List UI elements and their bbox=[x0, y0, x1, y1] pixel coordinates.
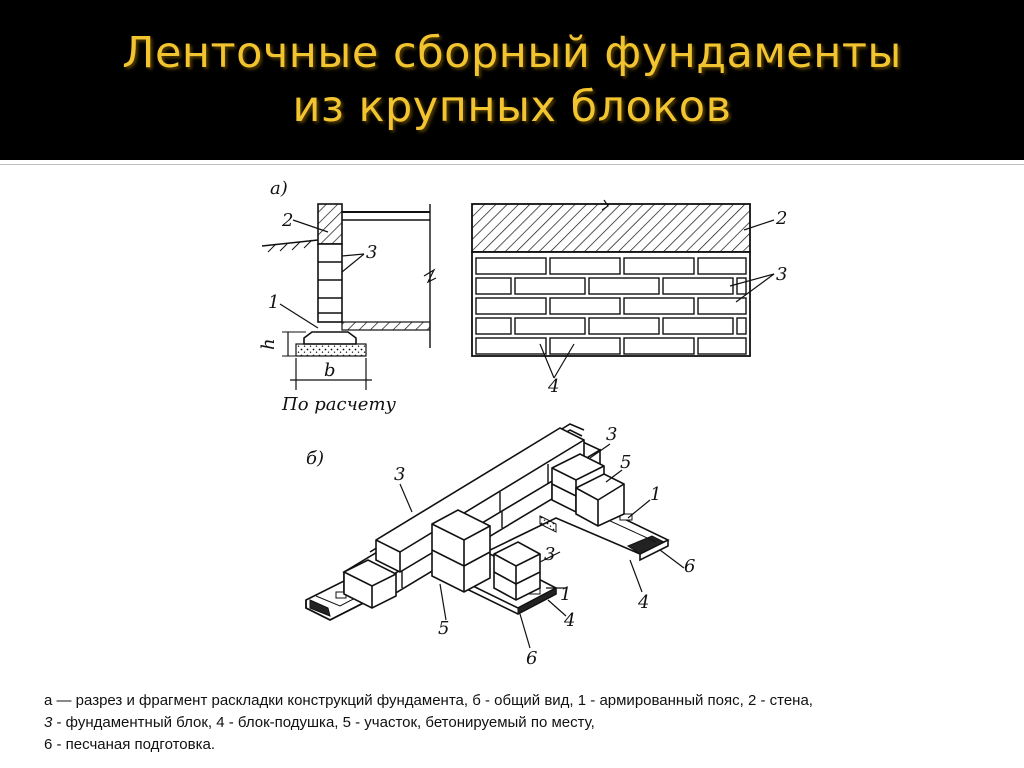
foundation-block bbox=[549, 297, 621, 315]
foundation-block bbox=[514, 317, 586, 335]
label-4-fragment: 4 bbox=[547, 376, 559, 397]
label-3-iso-top: 3 bbox=[606, 424, 617, 445]
label-5-iso-top: 5 bbox=[620, 452, 631, 473]
figure-caption: а — разрез и фрагмент раскладки конструк… bbox=[44, 690, 1004, 756]
label-1-iso-near: 1 bbox=[560, 584, 571, 605]
foundation-block bbox=[623, 297, 695, 315]
label-1-section: 1 bbox=[268, 292, 279, 313]
foundation-block bbox=[475, 317, 512, 335]
foundation-block bbox=[475, 297, 547, 315]
title-divider bbox=[0, 164, 1024, 165]
label-5-iso-bottom: 5 bbox=[438, 618, 449, 639]
title-banner: Ленточные сборный фундаменты из крупных … bbox=[0, 0, 1024, 160]
label-a: а) bbox=[270, 178, 288, 199]
label-2-section: 2 bbox=[281, 210, 293, 231]
title-line-1: Ленточные сборный фундаменты bbox=[122, 28, 902, 78]
foundation-block bbox=[588, 277, 660, 295]
foundation-block bbox=[697, 337, 747, 355]
label-6-iso-bottom: 6 bbox=[526, 648, 537, 669]
caption-line-1: а — разрез и фрагмент раскладки конструк… bbox=[44, 692, 813, 709]
label-4-iso-near: 4 bbox=[563, 610, 575, 631]
foundation-block bbox=[736, 317, 747, 335]
label-3-iso-left: 3 bbox=[394, 464, 405, 485]
foundation-block bbox=[736, 277, 747, 295]
label-3-fragment: 3 bbox=[776, 264, 787, 285]
foundation-block bbox=[697, 257, 747, 275]
label-2-fragment: 2 bbox=[775, 208, 787, 229]
label-3-section: 3 bbox=[366, 242, 377, 263]
caption-line-2-text: - фундаментный блок, 4 - блок-подушка, 5… bbox=[52, 714, 595, 731]
foundation-block bbox=[475, 337, 547, 355]
foundation-block bbox=[662, 317, 734, 335]
foundation-block bbox=[623, 257, 695, 275]
label-calc: По расчету bbox=[281, 394, 397, 415]
foundation-block bbox=[475, 277, 512, 295]
brick-rows bbox=[475, 257, 747, 355]
title-line-2: из крупных блоков bbox=[292, 82, 732, 132]
label-1-iso-right: 1 bbox=[650, 484, 661, 505]
label-4-iso-right: 4 bbox=[637, 592, 649, 613]
label-6-iso-right: 6 bbox=[684, 556, 695, 577]
label-3-iso-near: 3 bbox=[544, 544, 555, 565]
isometric-view: б) bbox=[305, 423, 695, 669]
foundation-block bbox=[588, 317, 660, 335]
section-view: а) 2 3 1 bbox=[258, 178, 437, 415]
block-layout-fragment: 2 3 4 bbox=[471, 199, 787, 397]
foundation-block bbox=[514, 277, 586, 295]
caption-line-2: 3 - фундаментный блок, 4 - блок-подушка,… bbox=[44, 712, 1004, 734]
foundation-block bbox=[549, 337, 621, 355]
caption-line-2-number: 3 bbox=[44, 714, 53, 731]
label-b: б) bbox=[306, 448, 324, 469]
label-width: b bbox=[324, 360, 336, 381]
foundation-diagram: а) 2 3 1 bbox=[258, 178, 787, 669]
foundation-block bbox=[697, 297, 747, 315]
foundation-block bbox=[475, 257, 547, 275]
label-h: h bbox=[258, 338, 279, 350]
caption-line-3: 6 - песчаная подготовка. bbox=[44, 736, 215, 753]
foundation-block bbox=[549, 257, 621, 275]
foundation-block bbox=[662, 277, 734, 295]
foundation-block bbox=[623, 337, 695, 355]
